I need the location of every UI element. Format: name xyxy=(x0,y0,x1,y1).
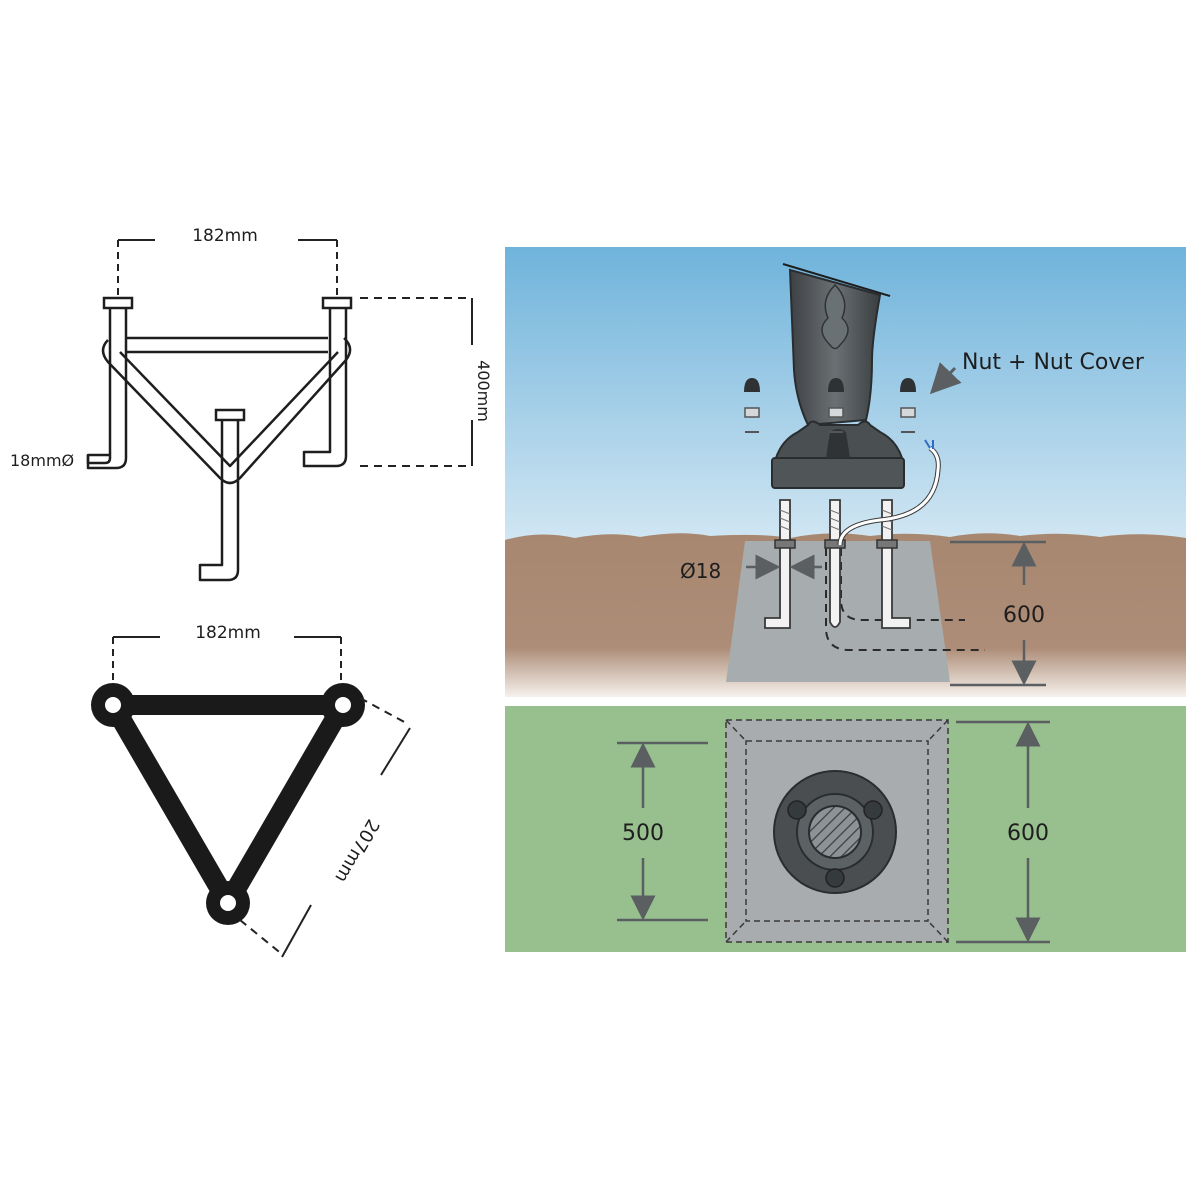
top-side-dimension xyxy=(239,697,411,958)
top-width-dimension xyxy=(112,636,342,688)
depth-label: 600 xyxy=(1003,603,1045,628)
inner-label: 500 xyxy=(622,821,664,846)
depth-dimension xyxy=(950,540,1046,687)
ornament-icon xyxy=(821,283,849,350)
hole-icon xyxy=(335,697,351,713)
outer-label: 600 xyxy=(1007,821,1049,846)
nut-covers xyxy=(744,378,916,433)
bolt-icon xyxy=(825,868,845,888)
front-height-dimension xyxy=(360,297,473,467)
inner-dimension xyxy=(617,741,708,922)
front-width-label: 182mm xyxy=(192,226,258,246)
front-height-label: 400mm xyxy=(474,360,493,422)
front-rod-label: 18mmØ xyxy=(10,451,74,470)
concrete-inner xyxy=(745,740,929,922)
post-section xyxy=(808,805,862,859)
front-nuts xyxy=(102,296,353,422)
top-view: 182mm 207mm xyxy=(91,623,411,958)
front-view: 182mm 400mm xyxy=(10,226,493,582)
anchor-frame xyxy=(86,308,352,582)
anchor-rods xyxy=(764,499,911,629)
plan-view: 500 600 xyxy=(505,706,1186,952)
bolt-icon xyxy=(863,800,883,820)
nut-label: Nut + Nut Cover xyxy=(962,350,1145,375)
top-width-label: 182mm xyxy=(195,623,261,643)
nut-arrow xyxy=(929,362,962,395)
hole-icon xyxy=(220,895,236,911)
bolt-icon xyxy=(787,800,807,820)
hole-icon xyxy=(105,697,121,713)
top-side-label: 207mm xyxy=(330,815,383,886)
outer-dimension xyxy=(956,720,1050,944)
install-view: Nut + Nut Cover Ø18 600 xyxy=(505,247,1186,697)
lamp-post-base xyxy=(771,263,905,489)
rod-diameter-label: Ø18 xyxy=(680,559,721,583)
front-width-dimension xyxy=(117,239,338,298)
triangle-frame xyxy=(103,695,353,913)
